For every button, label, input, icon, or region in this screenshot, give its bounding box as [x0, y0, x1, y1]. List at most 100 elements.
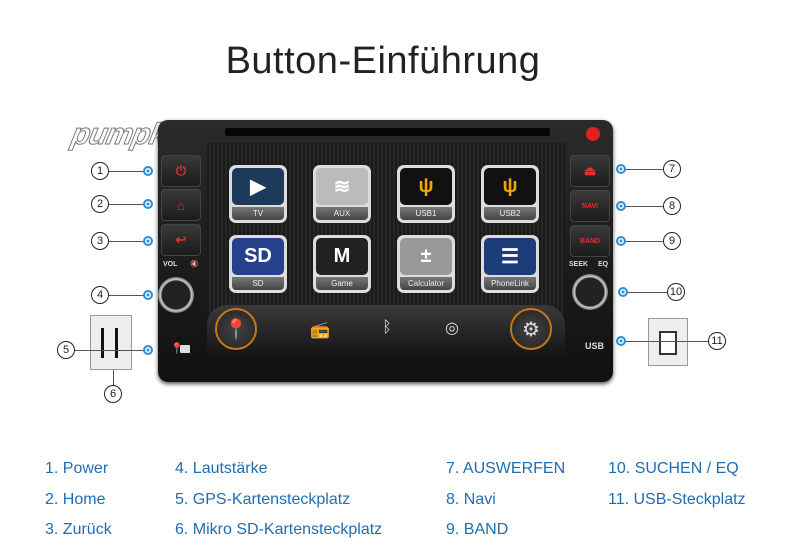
gear-icon: ⚙ — [522, 318, 540, 341]
gps-button[interactable]: 📍 — [215, 308, 257, 350]
radio-icon: 📻 — [310, 322, 330, 339]
callout-number: 3 — [91, 232, 109, 250]
callout-dot — [143, 166, 153, 176]
vol-label: VOL — [163, 261, 178, 268]
app-label: PhoneLink — [484, 277, 536, 290]
callout-number: 9 — [663, 232, 681, 250]
callout-line — [621, 241, 672, 242]
band-button[interactable]: BAND — [570, 225, 610, 257]
back-icon: ↩ — [175, 232, 187, 247]
callout-line — [621, 341, 717, 342]
volume-knob[interactable] — [158, 277, 194, 313]
callout-number: 1 — [91, 162, 109, 180]
app-game[interactable]: M Game — [313, 235, 371, 293]
power-icon: ⏻ — [175, 163, 187, 178]
callout-line — [100, 171, 148, 172]
back-button[interactable]: ↩ — [161, 224, 201, 256]
bluetooth-icon: ᛒ — [382, 319, 392, 336]
callout-line — [100, 241, 148, 242]
callout-line — [113, 370, 114, 394]
map-pin-icon: 📍 — [223, 318, 249, 341]
callout-number: 11 — [708, 332, 726, 350]
tv-icon: ▶ — [232, 168, 284, 205]
app-label: AUX — [316, 207, 368, 220]
callout-line — [621, 169, 672, 170]
app-phonelink[interactable]: ☰ PhoneLink — [481, 235, 539, 293]
callout-line — [100, 204, 148, 205]
legend-item: 7. AUSWERFEN — [446, 460, 566, 477]
sd-icon: SD — [232, 238, 284, 275]
app-label: SD — [232, 277, 284, 290]
seek-label: SEEK — [569, 261, 589, 268]
home-button[interactable]: ⌂ — [161, 189, 201, 221]
power-button[interactable]: ⏻ — [161, 155, 201, 187]
aux-icon: ≋ — [316, 168, 368, 205]
callout-dot — [143, 345, 153, 355]
callout-dot — [616, 201, 626, 211]
legend-item: 6. Mikro SD-Kartensteckplatz — [175, 521, 383, 538]
app-tv[interactable]: ▶ TV — [229, 165, 287, 223]
callout-number: 2 — [91, 195, 109, 213]
callout-number: 5 — [57, 341, 75, 359]
callout-dot — [616, 164, 626, 174]
callout-line — [621, 206, 672, 207]
bluetooth-button[interactable]: ᛒ — [367, 319, 407, 337]
disc-button[interactable]: ◎ — [432, 318, 472, 338]
app-label: TV — [232, 207, 284, 220]
legend-item: 5. GPS-Kartensteckplatz — [175, 491, 351, 508]
callout-number: 8 — [663, 197, 681, 215]
callout-number: 10 — [667, 283, 685, 301]
callout-dot — [616, 336, 626, 346]
legend-item: 9. BAND — [446, 521, 509, 538]
callout-dot — [616, 236, 626, 246]
eject-icon: ⏏ — [583, 163, 597, 178]
sd-slot-icon — [180, 345, 190, 353]
legend-item: 3. Zurück — [45, 521, 112, 538]
reset-button[interactable] — [586, 127, 600, 141]
game-icon: M — [316, 238, 368, 275]
callout-dot — [618, 287, 628, 297]
usb-port-inset — [648, 318, 688, 366]
callout-dot — [143, 290, 153, 300]
eq-label: EQ — [598, 261, 609, 268]
legend-item: 4. Lautstärke — [175, 460, 268, 477]
callout-line — [623, 292, 676, 293]
mute-icon: 🔇 — [190, 261, 199, 268]
app-label: Calculator — [400, 277, 452, 290]
phonelink-icon: ☰ — [484, 238, 536, 275]
radio-button[interactable]: 📻 — [300, 320, 340, 340]
usb2-icon: ψ — [484, 168, 536, 205]
legend-item: 11. USB-Steckplatz — [608, 491, 746, 508]
dock-bar: 📍 📻 ᛒ ◎ ⚙ — [207, 305, 565, 355]
calculator-icon: ± — [400, 238, 452, 275]
legend-item: 2. Home — [45, 491, 106, 508]
callout-number: 4 — [91, 286, 109, 304]
disc-slot — [225, 128, 550, 136]
legend-item: 8. Navi — [446, 491, 496, 508]
sd-slot-inset — [90, 315, 132, 370]
eject-button[interactable]: ⏏ — [570, 155, 610, 187]
app-sd[interactable]: SD SD — [229, 235, 287, 293]
legend-item: 10. SUCHEN / EQ — [608, 460, 739, 477]
callout-number: 6 — [104, 385, 122, 403]
page-title: Button-Einführung — [225, 40, 541, 82]
home-icon: ⌂ — [177, 197, 185, 213]
navi-button[interactable]: NAVI — [570, 190, 610, 222]
callout-dot — [143, 199, 153, 209]
legend-item: 1. Power — [45, 460, 109, 477]
settings-button[interactable]: ⚙ — [510, 308, 552, 350]
app-label: Game — [316, 277, 368, 290]
callout-dot — [143, 236, 153, 246]
app-label: USB2 — [484, 207, 536, 220]
usb1-icon: ψ — [400, 168, 452, 205]
seek-knob[interactable] — [572, 274, 608, 310]
disc-icon: ◎ — [445, 320, 459, 337]
callout-line — [66, 350, 148, 351]
app-calculator[interactable]: ± Calculator — [397, 235, 455, 293]
app-label: USB1 — [400, 207, 452, 220]
callout-number: 7 — [663, 160, 681, 178]
app-aux[interactable]: ≋ AUX — [313, 165, 371, 223]
callout-line — [100, 295, 148, 296]
